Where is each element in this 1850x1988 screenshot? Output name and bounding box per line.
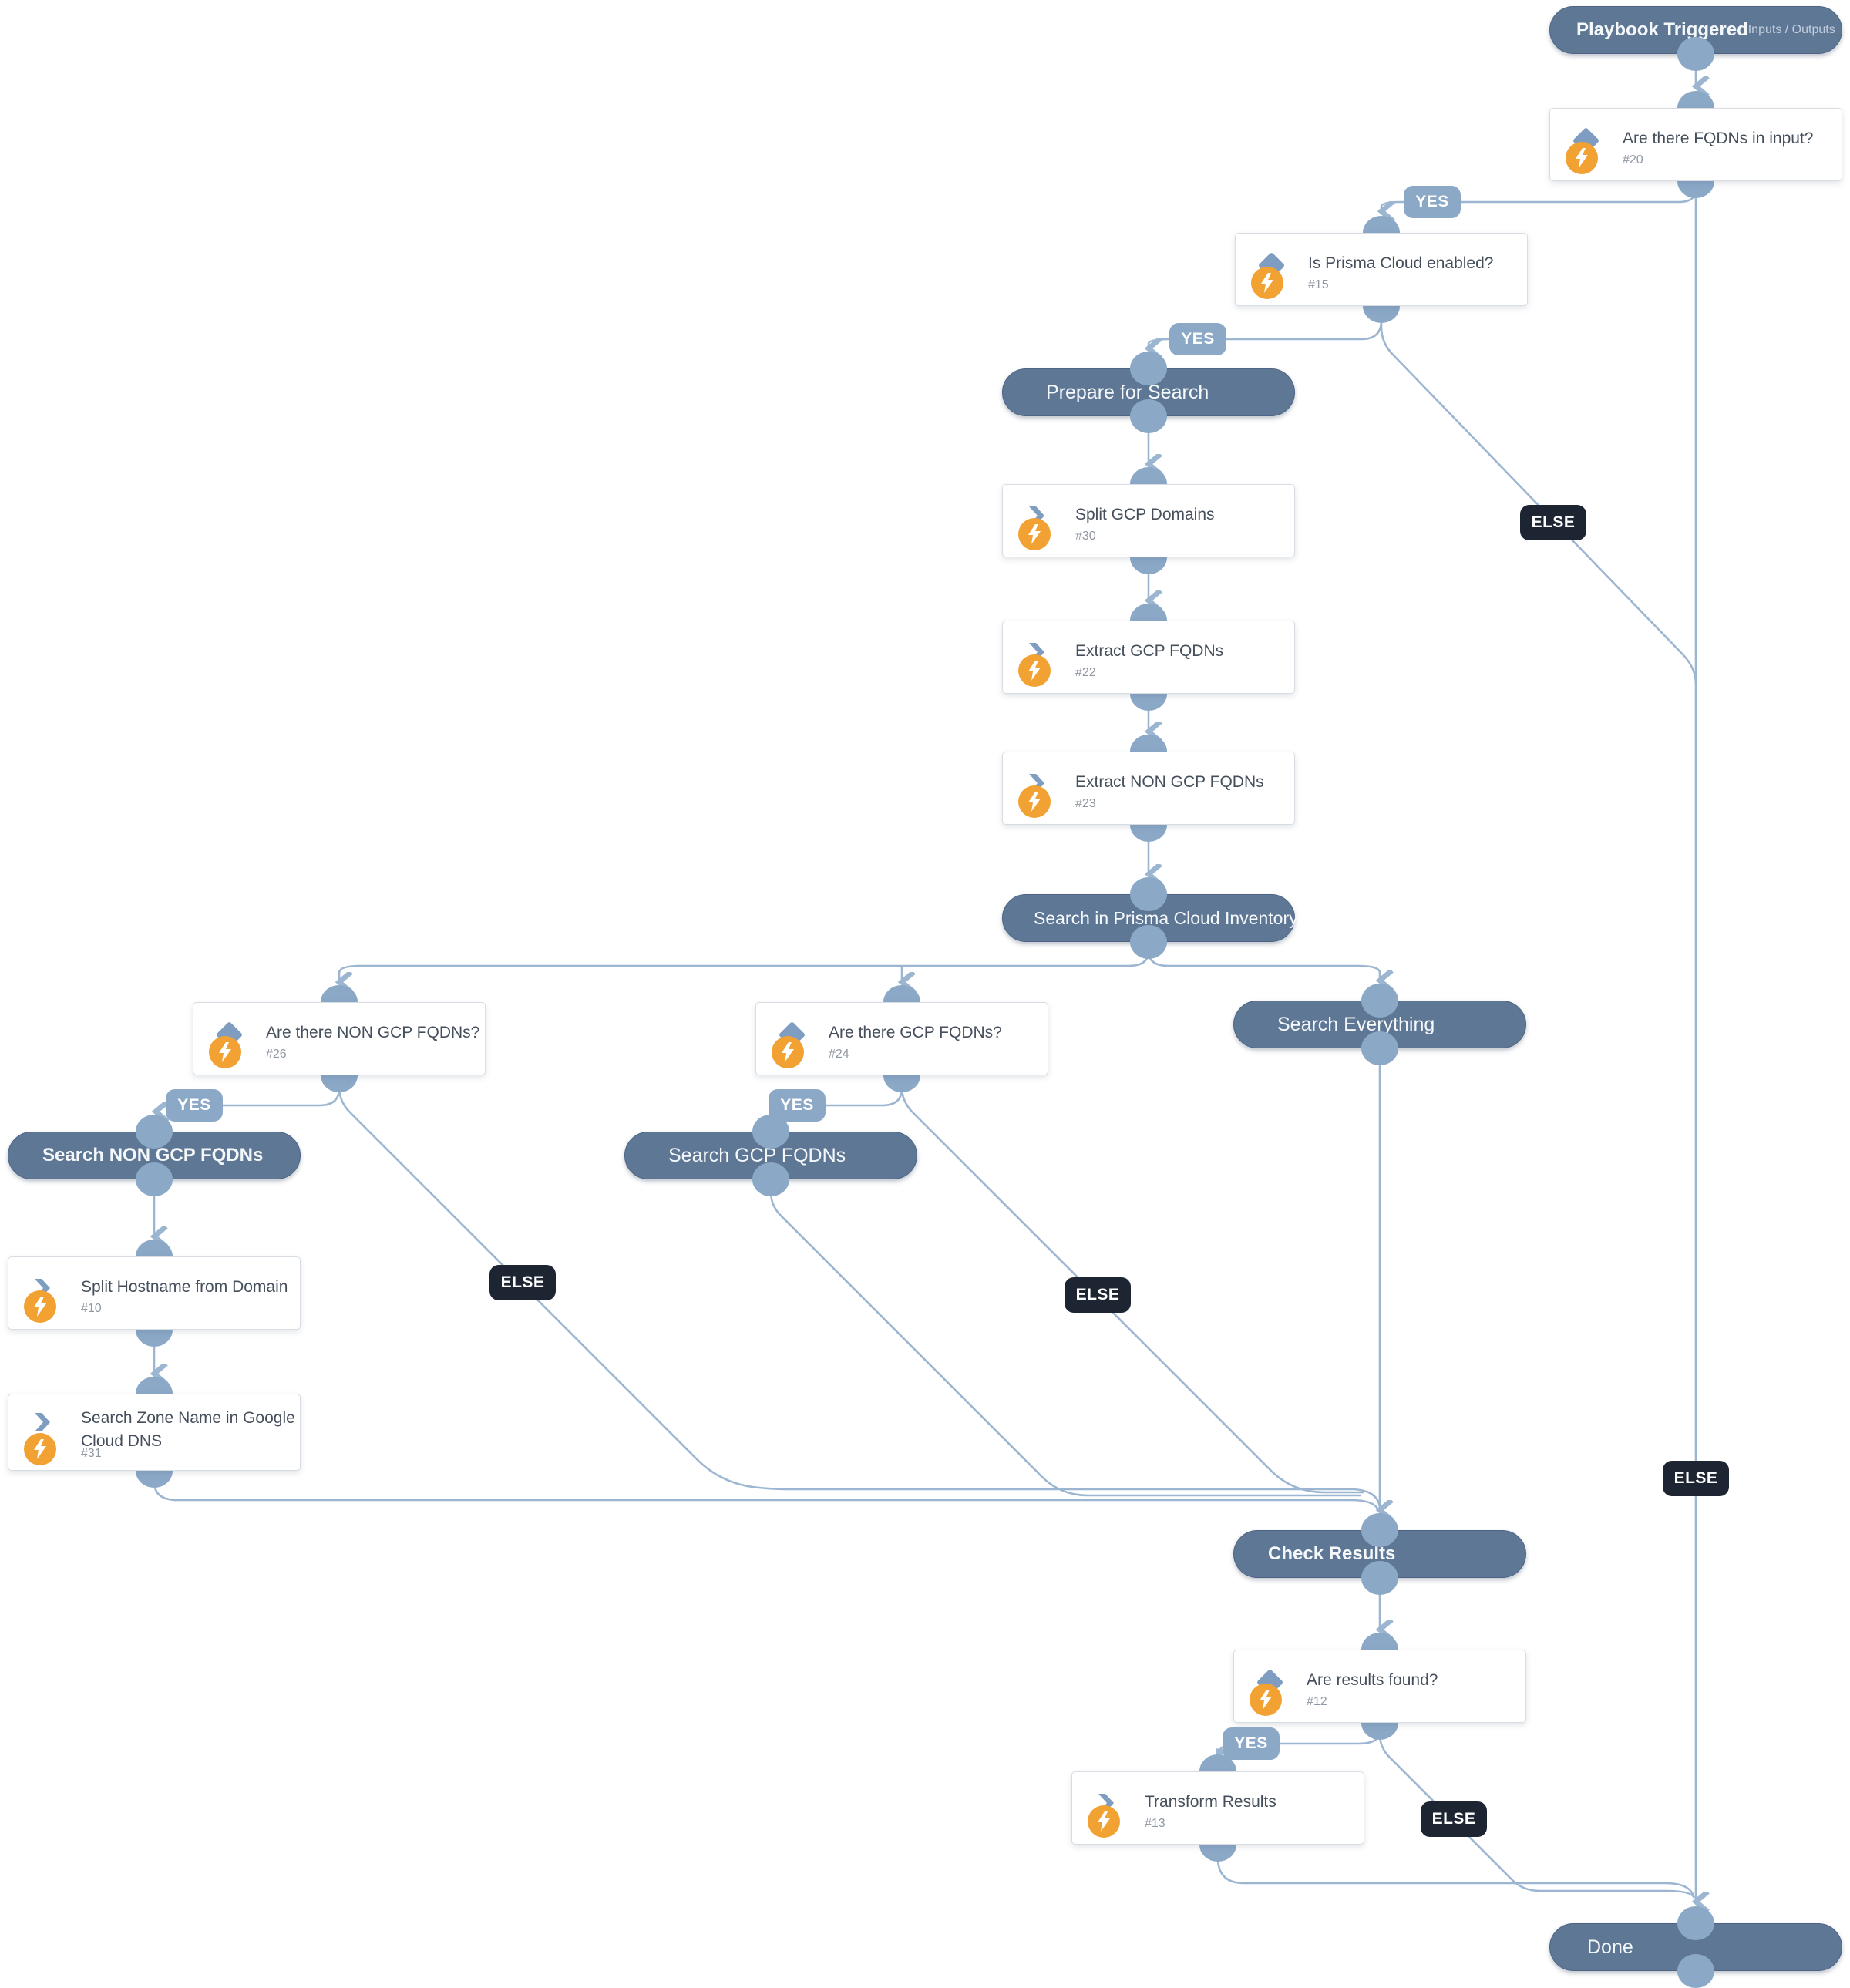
else-label-cond24: ELSE	[1065, 1277, 1131, 1313]
node-task-10[interactable]: Split Hostname from Domain #10	[8, 1240, 301, 1347]
yes-label-cond12: YES	[1223, 1727, 1280, 1760]
output-port	[1677, 1954, 1714, 1988]
task-title: Are there NON GCP FQDNs?	[266, 1024, 480, 1041]
node-header-prepare-for-search[interactable]: Prepare for Search	[1002, 352, 1295, 433]
automation-icon	[1018, 654, 1051, 687]
task-title: Extract GCP FQDNs	[1075, 642, 1224, 660]
task-title: Split GCP Domains	[1075, 506, 1215, 523]
section-title: Check Results	[1268, 1543, 1396, 1564]
node-task-31[interactable]: Search Zone Name in Google Cloud DNS #31	[8, 1377, 301, 1488]
input-port	[136, 1115, 173, 1149]
node-playbook-triggered[interactable]: Playbook Triggered Inputs / Outputs	[1549, 6, 1842, 71]
task-chevron-icon	[33, 1411, 53, 1433]
automation-icon	[24, 1433, 56, 1465]
task-number: #31	[81, 1447, 102, 1460]
edge-cond15-yes-to-prepare	[1149, 311, 1383, 348]
task-number: #15	[1308, 278, 1329, 291]
automation-icon	[1250, 1684, 1282, 1716]
task-title: Extract NON GCP FQDNs	[1075, 773, 1264, 791]
edge-task31-out	[153, 1477, 1381, 1513]
yes-label-cond24: YES	[769, 1089, 826, 1122]
node-cond-26[interactable]: Are there NON GCP FQDNs? #26	[193, 985, 486, 1092]
task-number: #23	[1075, 797, 1096, 810]
node-task-23[interactable]: Extract NON GCP FQDNs #23	[1002, 735, 1295, 842]
task-number: #30	[1075, 530, 1096, 543]
input-port	[1677, 1906, 1714, 1940]
edge-searchprisma-to-searcheverything	[1147, 950, 1380, 981]
input-port	[1361, 1513, 1398, 1547]
section-title: Prepare for Search	[1046, 381, 1209, 403]
task-title: Split Hostname from Domain	[81, 1278, 288, 1296]
output-port	[1361, 1031, 1398, 1065]
task-number: #26	[266, 1048, 287, 1061]
task-number: #22	[1075, 666, 1096, 679]
node-cond-24[interactable]: Are there GCP FQDNs? #24	[755, 985, 1048, 1092]
edge-cond15-else	[1380, 311, 1697, 685]
edge-cond26-yes	[156, 1081, 341, 1112]
task-number: #24	[829, 1048, 849, 1061]
edge-searchgcp-out	[769, 1186, 1361, 1497]
edge-cond12-else	[1378, 1729, 1696, 1899]
node-task-22[interactable]: Extract GCP FQDNs #22	[1002, 604, 1295, 711]
output-port	[752, 1162, 789, 1196]
node-header-search-everything[interactable]: Search Everything	[1233, 984, 1526, 1065]
task-number: #13	[1145, 1817, 1166, 1830]
task-title: Are there GCP FQDNs?	[829, 1024, 1002, 1041]
task-title: Are results found?	[1307, 1671, 1438, 1689]
automation-icon	[24, 1290, 56, 1323]
inputs-outputs-link[interactable]: Inputs / Outputs	[1747, 23, 1835, 36]
edge-cond24-else	[900, 1081, 1364, 1494]
input-port	[1130, 877, 1167, 911]
output-port	[136, 1162, 173, 1196]
else-label-cond15: ELSE	[1520, 505, 1586, 540]
node-header-search-gcp-fqdns[interactable]: Search GCP FQDNs	[624, 1115, 917, 1196]
output-port	[1130, 925, 1167, 959]
yes-label-cond26: YES	[166, 1089, 223, 1122]
task-title: Search Zone Name in Google Cloud DNS	[81, 1409, 295, 1450]
input-port	[1130, 352, 1167, 385]
section-title: Search GCP FQDNs	[668, 1144, 846, 1166]
task-title: Transform Results	[1145, 1793, 1276, 1811]
node-cond-20[interactable]: Are there FQDNs in input? #20	[1549, 91, 1842, 198]
node-task-13[interactable]: Transform Results #13	[1071, 1754, 1364, 1862]
section-title: Search in Prisma Cloud Inventory	[1034, 907, 1298, 928]
automation-icon	[1018, 785, 1051, 818]
node-header-done[interactable]: Done	[1549, 1906, 1842, 1988]
automation-icon	[209, 1036, 241, 1068]
task-title: Are there FQDNs in input?	[1623, 130, 1814, 147]
section-title: Search Everything	[1277, 1013, 1435, 1035]
yes-label-cond20: YES	[1404, 186, 1461, 218]
edge-searchprisma-to-cond26	[339, 948, 1150, 982]
section-title: Done	[1587, 1936, 1633, 1958]
else-label-cond12: ELSE	[1421, 1801, 1487, 1837]
automation-icon	[1018, 518, 1051, 550]
task-number: #20	[1623, 153, 1643, 167]
node-task-30[interactable]: Split GCP Domains #30	[1002, 467, 1295, 574]
automation-icon	[1566, 142, 1598, 174]
yes-label-cond15: YES	[1169, 323, 1226, 355]
node-header-search-prisma-cloud-inventory[interactable]: Search in Prisma Cloud Inventory	[1002, 877, 1298, 959]
task-title: Is Prisma Cloud enabled?	[1308, 254, 1494, 272]
node-header-search-non-gcp-fqdns[interactable]: Search NON GCP FQDNs	[8, 1115, 301, 1196]
section-title: Search NON GCP FQDNs	[42, 1145, 264, 1166]
else-label-cond26: ELSE	[489, 1265, 556, 1300]
input-port	[1361, 984, 1398, 1018]
trigger-title: Playbook Triggered	[1576, 19, 1748, 40]
else-label-cond20: ELSE	[1663, 1461, 1729, 1496]
output-port	[1130, 399, 1167, 433]
output-port	[1361, 1561, 1398, 1595]
node-cond-15[interactable]: Is Prisma Cloud enabled? #15	[1235, 216, 1528, 323]
node-header-check-results[interactable]: Check Results	[1233, 1513, 1526, 1595]
node-cond-12[interactable]: Are results found? #12	[1233, 1633, 1526, 1740]
edge-cond26-else	[338, 1081, 1381, 1509]
task-number: #12	[1307, 1695, 1327, 1708]
edge-task13-out	[1216, 1851, 1695, 1897]
automation-icon	[1251, 267, 1283, 299]
output-port	[1677, 37, 1714, 71]
automation-icon	[1088, 1805, 1120, 1838]
automation-icon	[772, 1036, 804, 1068]
task-number: #10	[81, 1302, 102, 1315]
